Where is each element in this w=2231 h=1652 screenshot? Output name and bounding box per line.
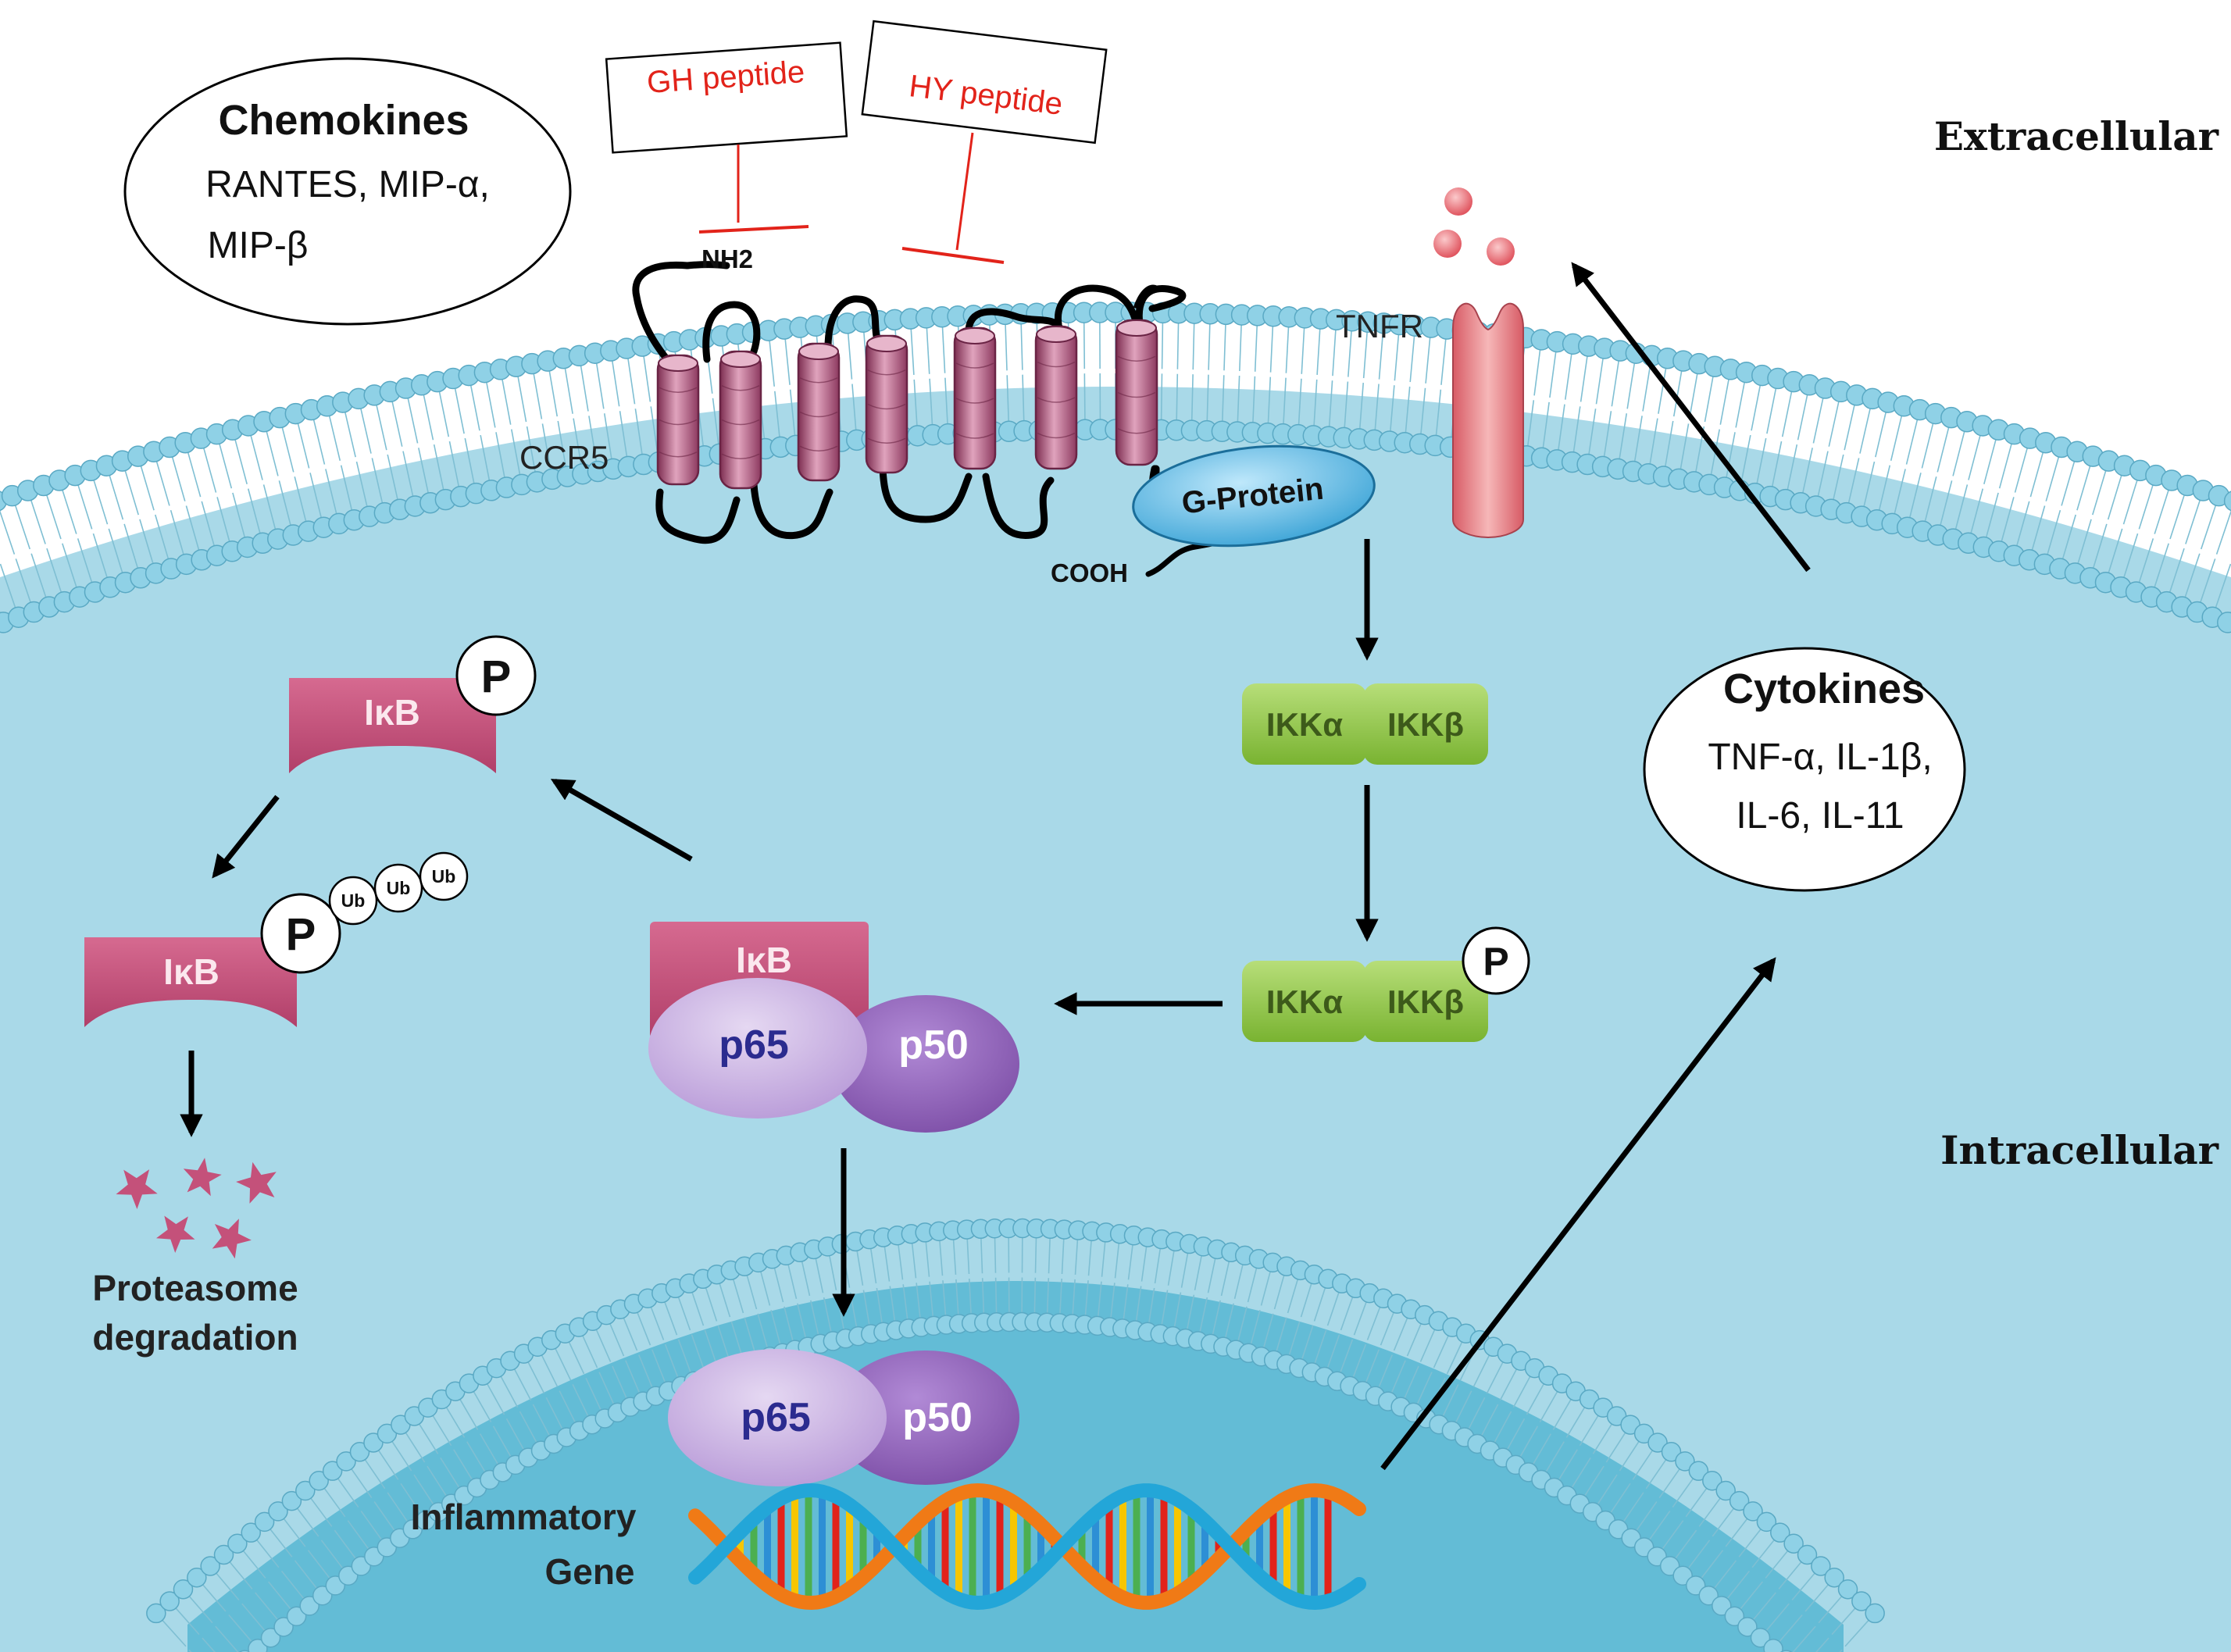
ikk-beta-label: IKKβ xyxy=(1387,706,1464,743)
fragment-shape xyxy=(116,1169,158,1209)
chemokines-title: Chemokines xyxy=(218,97,469,144)
arrow-ikb-p-to-ub xyxy=(212,794,280,879)
ccr5-helix xyxy=(719,350,762,490)
ccr5-helix xyxy=(1115,319,1158,466)
cooh-label: COOH xyxy=(1051,558,1128,587)
proteasome-fragments xyxy=(116,1158,277,1259)
extracellular-label: Extracellular xyxy=(1934,113,2219,159)
p50-nuclear-label: p50 xyxy=(902,1395,973,1440)
nfkb-ikb-complex: IκB p65 p50 xyxy=(648,922,1019,1133)
cytokines-title: Cytokines xyxy=(1723,665,1925,712)
ikk-phospho-circle xyxy=(1462,926,1530,995)
arrow-gene-to-cytokines xyxy=(1380,957,1776,1471)
ub-label-1: Ub xyxy=(341,890,366,911)
proteasome-line2: degradation xyxy=(92,1317,298,1358)
chemokines-box: Chemokines RANTES, MIP-α, MIP-β xyxy=(123,57,572,326)
cytokines-line1: TNF-α, IL-1β, xyxy=(1708,737,1932,778)
arrow-complex-to-ikb-p xyxy=(550,778,693,862)
ikb-complex-label: IκB xyxy=(736,940,792,980)
ikb-left-phospho-circle xyxy=(260,893,341,974)
ikk-complex: IKKα IKKβ xyxy=(1242,683,1488,765)
ikb-ubiquitinated: IκB P Ub Ub Ub xyxy=(84,851,469,1027)
intracellular-label: Intracellular xyxy=(1940,1127,2219,1173)
proteasome-line1: Proteasome xyxy=(92,1268,298,1308)
nuclear-membrane xyxy=(146,1218,1885,1652)
ikb-top-label: IκB xyxy=(364,692,420,733)
cytokines-box: Cytokines TNF-α, IL-1β, IL-6, IL-11 xyxy=(1643,647,1966,892)
fragment-shape xyxy=(236,1161,277,1204)
ub-label-2: Ub xyxy=(387,878,411,898)
secreted-cytokines xyxy=(1433,187,1515,266)
ikb-left-phospho-label: P xyxy=(286,909,316,960)
chemokines-line2: MIP-β xyxy=(208,225,309,266)
nfkb-dimer-nuclear: p65 p50 xyxy=(668,1349,1019,1486)
ikb-top-phospho-label: P xyxy=(481,651,512,702)
tnfr-receptor: TNFR xyxy=(1336,302,1524,539)
p65-complex-label: p65 xyxy=(719,1022,789,1068)
chemokines-line1: RANTES, MIP-α, xyxy=(205,164,490,205)
ikk-beta-p-label: IKKβ xyxy=(1387,983,1464,1020)
ub-circle-1 xyxy=(328,876,378,926)
g-protein: G-Protein xyxy=(1132,444,1376,548)
p50-complex-label: p50 xyxy=(898,1022,969,1068)
ikk-complex-phosphorylated: IKKα IKKβ P xyxy=(1242,926,1530,1042)
ccr5-helix xyxy=(656,354,700,486)
ccr5-helix xyxy=(797,342,841,482)
ikk-alpha-p-label: IKKα xyxy=(1266,983,1343,1020)
fragment-shape xyxy=(156,1215,195,1253)
ikb-top-phospho-circle xyxy=(455,635,537,716)
fragment-shape xyxy=(212,1218,252,1259)
dna-helix xyxy=(688,1483,1366,1611)
ccr5-label: CCR5 xyxy=(519,439,609,476)
pathway-arrows xyxy=(180,262,1811,1471)
gh-peptide-inhibitor: GH peptide xyxy=(605,41,848,234)
ikk-alpha-label: IKKα xyxy=(1266,706,1343,743)
ccr5-helix xyxy=(1034,325,1078,470)
p65-nuclear-label: p65 xyxy=(741,1395,811,1440)
ikb-left-label: IκB xyxy=(163,951,220,992)
tnfr-label: TNFR xyxy=(1336,308,1423,344)
gene-line2: Gene xyxy=(544,1551,634,1592)
hy-peptide-inhibitor: HY peptide xyxy=(861,20,1108,264)
ub-circle-3 xyxy=(419,851,469,901)
ub-label-3: Ub xyxy=(432,866,456,887)
arrow-cytokines-secretion xyxy=(1571,262,1811,573)
ccr5-helix xyxy=(953,326,997,470)
ccr5-helix xyxy=(865,334,908,474)
gene-line1: Inflammatory xyxy=(411,1497,637,1537)
nucleus xyxy=(187,1281,1844,1652)
nh2-label: NH2 xyxy=(701,244,753,273)
ikb-phosphorylated: IκB P xyxy=(289,635,537,773)
cytokines-line2: IL-6, IL-11 xyxy=(1736,795,1904,837)
ikk-phospho-label: P xyxy=(1483,940,1508,983)
ub-circle-2 xyxy=(373,863,423,913)
fragment-shape xyxy=(183,1158,222,1197)
